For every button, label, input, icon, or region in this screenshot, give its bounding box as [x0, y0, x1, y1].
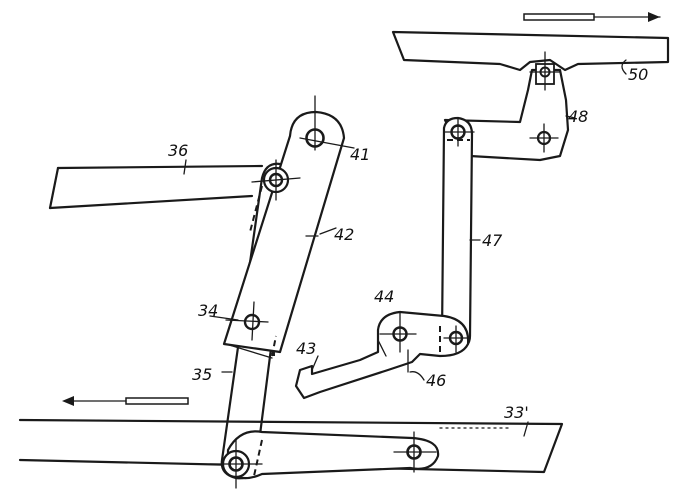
label-47: 47: [482, 231, 503, 250]
label-43: 43: [296, 339, 316, 358]
label-44: 44: [374, 287, 394, 306]
leader-lines: [183, 159, 337, 321]
arrow-right-icon: [523, 12, 661, 22]
label-50: 50: [628, 65, 648, 84]
label-35: 35: [192, 365, 212, 384]
label-36: 36: [168, 141, 188, 160]
label-48: 48: [568, 107, 588, 126]
label-33: 33': [504, 403, 529, 422]
link-47: [440, 116, 481, 352]
pivot-34: [225, 301, 269, 341]
label-46: 46: [426, 371, 446, 390]
label-42: 42: [334, 225, 354, 244]
label-41: 41: [350, 145, 370, 164]
lever-46-43: [294, 310, 471, 400]
bar-36: [48, 164, 264, 210]
bracket-48: [443, 51, 576, 162]
bar-33: [18, 418, 564, 489]
label-34: 34: [198, 301, 218, 320]
pivot-upper: [251, 159, 301, 201]
arrow-left-icon: [62, 396, 189, 406]
bar-50: [391, 30, 670, 75]
link-42: [222, 95, 355, 359]
